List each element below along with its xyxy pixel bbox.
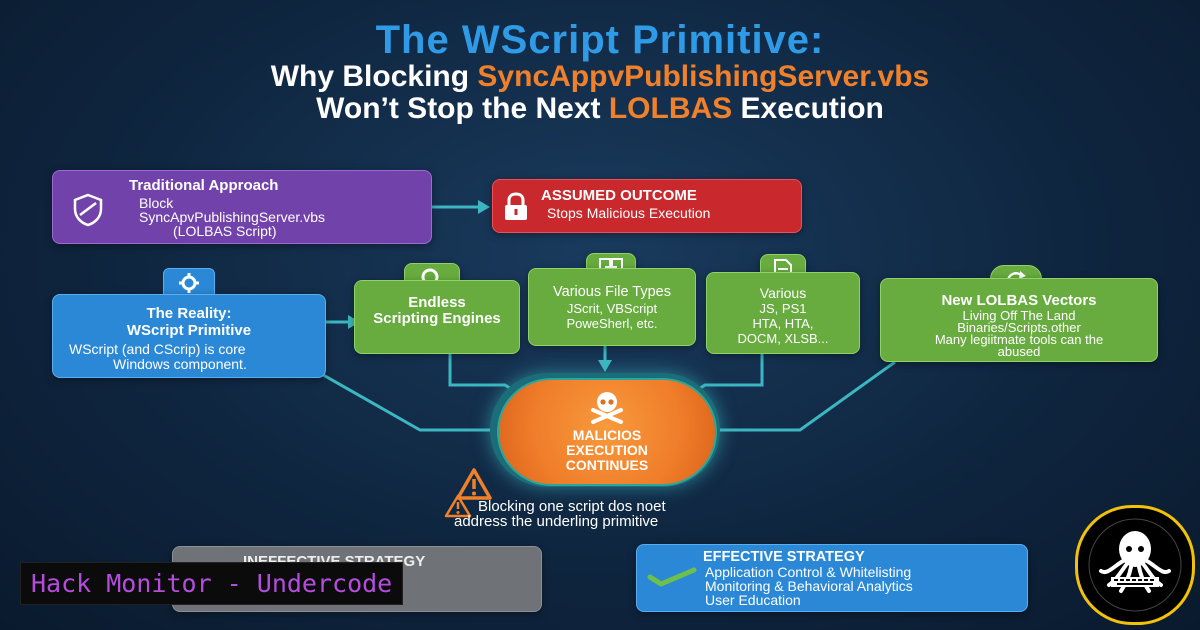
vectors-line-4: abused (997, 344, 1041, 359)
effective-strategy-box: EFFECTIVE STRATEGY Application Control &… (636, 544, 1028, 612)
various-line-3: DOCM, XLSB... (737, 331, 829, 346)
subtitle-prefix-2: Won’t Stop the Next (316, 92, 609, 125)
file-types-box: Various File Types JScrit, VBScript Powe… (528, 268, 696, 346)
checkmark-icon (647, 567, 697, 587)
octopus-logo-icon (1088, 518, 1182, 612)
warning-icon-large (456, 468, 492, 500)
line-vectors-to-center (715, 360, 896, 432)
engines-line-1: Endless (408, 294, 466, 311)
warning-line-1: Blocking one script dos noet (478, 498, 666, 515)
filetypes-line-1: JScrit, VBScript (566, 301, 658, 316)
scripting-engines-box: Endless Scripting Engines (354, 280, 520, 354)
effective-line-3: User Education (705, 592, 801, 608)
traditional-line-3: (LOLBAS Script) (173, 223, 277, 239)
skull-crossbones-icon (591, 392, 623, 424)
vectors-title: New LOLBAS Vectors (941, 292, 1097, 309)
lock-icon (505, 192, 527, 220)
subtitle-prefix: Why Blocking (270, 60, 478, 93)
page-title: The WScript Primitive: (375, 18, 825, 62)
traditional-approach-box: Traditional Approach Block SyncApvPublis… (52, 170, 432, 244)
various-box: Various JS, PS1 HTA, HTA, DOCM, XLSB... (706, 272, 860, 354)
vectors-line-2: Binaries/Scripts.other (957, 320, 1081, 335)
undercode-logo (1075, 505, 1195, 625)
assumed-text: Stops Malicious Execution (547, 205, 711, 221)
assumed-outcome-box: ASSUMED OUTCOME Stops Malicious Executio… (492, 179, 802, 233)
effective-title: EFFECTIVE STRATEGY (703, 549, 865, 565)
center-line-3: CONTINUES (565, 457, 649, 473)
center-line-2: EXECUTION (566, 442, 648, 458)
effective-line-1: Application Control & Whitelisting (705, 564, 912, 580)
assumed-title: ASSUMED OUTCOME (541, 187, 697, 204)
effective-line-2: Monitoring & Behavioral Analytics (705, 578, 913, 594)
vectors-line-1: Living Off The Land (962, 308, 1076, 323)
warning-icon-small (444, 494, 472, 518)
warning-line-2: address the underling primitive (454, 513, 659, 530)
vectors-line-3: Many legiitmate tools can the (934, 332, 1104, 347)
various-title: Various (759, 285, 807, 301)
various-line-1: JS, PS1 (759, 301, 807, 316)
subtitle-highlight: SyncAppvPublishingServer.vbs (477, 60, 930, 93)
shield-icon (73, 193, 103, 227)
malicious-execution-circle: MALICIOS EXECUTION CONTINUES (497, 378, 717, 486)
brand-label: Hack Monitor - Undercode (20, 562, 404, 605)
reality-text-1: WScript (and CScrip) is core (69, 341, 246, 357)
line-reality-to-center (317, 370, 495, 432)
traditional-line-2: SyncApvPublishingServer.vbs (139, 209, 325, 225)
subtitle-line-2: Won’t Stop the Next LOLBAS Execution (0, 92, 1200, 126)
reality-text-2: Windows component. (113, 356, 247, 372)
reality-title-2: WScript Primitive (126, 322, 252, 339)
new-lolbas-vectors-box: New LOLBAS Vectors Living Off The Land B… (880, 278, 1158, 362)
subtitle-highlight-2: LOLBAS (608, 92, 733, 125)
filetypes-title: Various File Types (553, 284, 671, 300)
traditional-title: Traditional Approach (129, 177, 279, 194)
filetypes-line-2: PoweSherl, etc. (566, 316, 658, 331)
various-line-2: HTA, HTA, (752, 316, 814, 331)
reality-box: The Reality: WScript Primitive WScript (… (52, 294, 326, 378)
center-line-1: MALICIOS (572, 427, 642, 443)
subtitle-suffix-2: Execution (732, 92, 884, 125)
traditional-line-1: Block (139, 195, 174, 211)
subtitle-line-1: Why Blocking SyncAppvPublishingServer.vb… (0, 60, 1200, 94)
reality-title-1: The Reality: (146, 305, 232, 322)
engines-line-2: Scripting Engines (373, 310, 501, 327)
